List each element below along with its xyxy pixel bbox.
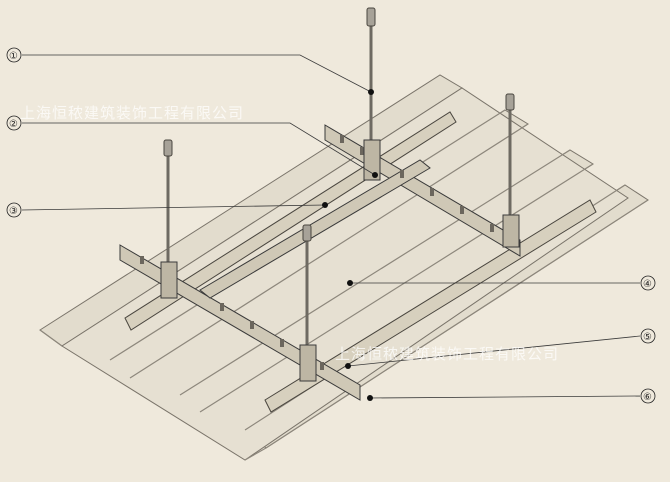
leader-line-3 bbox=[21, 204, 326, 211]
hanger-brackets bbox=[160, 139, 520, 382]
callout-label-3: ③ bbox=[9, 206, 18, 217]
leader-line-2 bbox=[22, 122, 376, 176]
callout-label-1: ① bbox=[9, 51, 18, 62]
callout-labels: ① ② ③ ④ ⑤ ⑥ bbox=[9, 51, 652, 403]
ceiling-panels bbox=[39, 74, 649, 461]
main-carrier-right bbox=[264, 199, 597, 413]
watermark-bottom: 上海恒秾建筑装饰工程有限公司 bbox=[335, 345, 559, 363]
callout-label-6: ⑥ bbox=[643, 392, 652, 403]
leader-dots bbox=[322, 89, 378, 401]
rod-caps bbox=[163, 7, 515, 242]
cross-carrier-mid bbox=[199, 159, 431, 299]
callout-label-5: ⑤ bbox=[643, 332, 652, 343]
leader-lines bbox=[21, 54, 641, 399]
hanger-rods bbox=[166, 10, 512, 360]
leader-line-5 bbox=[347, 335, 641, 367]
ceiling-panel-large bbox=[61, 87, 629, 461]
watermark-top: 上海恒秾建筑装饰工程有限公司 bbox=[20, 104, 244, 122]
leader-line-1 bbox=[22, 54, 372, 93]
callout-label-4: ④ bbox=[643, 279, 652, 290]
callout-label-2: ② bbox=[9, 119, 18, 130]
leader-line-6 bbox=[369, 395, 641, 399]
callout-markers bbox=[6, 47, 656, 404]
